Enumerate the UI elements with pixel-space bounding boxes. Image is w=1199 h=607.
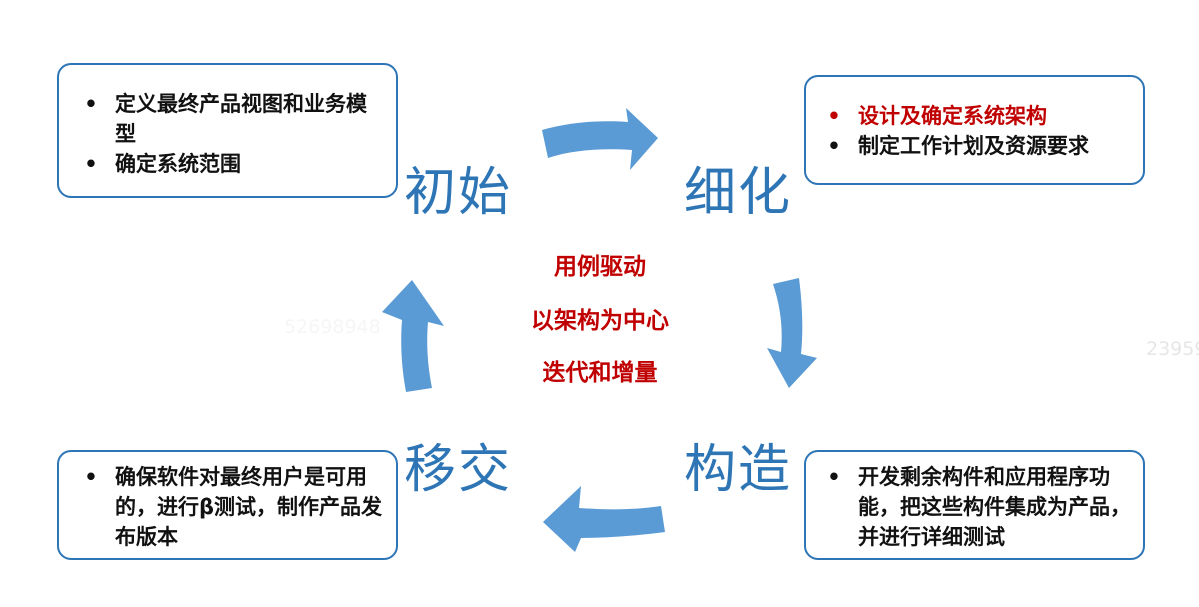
bullet-item-highlighted: •设计及确定系统架构 [812, 101, 1133, 131]
bullet-item: •开发剩余构件和应用程序功能，把这些构件集成为产品，并进行详细测试 [812, 462, 1133, 552]
bullet-item: •确定系统范围 [69, 149, 386, 179]
curved-arrow-right-icon [542, 108, 658, 170]
watermark-text: 52698948 [284, 316, 381, 338]
phase-box-elaboration: •设计及确定系统架构 •制定工作计划及资源要求 [804, 75, 1145, 185]
bullet-icon: • [827, 134, 841, 158]
phase-label-elaboration: 细化 [684, 163, 793, 223]
phase-label-transition: 移交 [404, 440, 513, 500]
phase-box-construction: •开发剩余构件和应用程序功能，把这些构件集成为产品，并进行详细测试 [804, 450, 1145, 560]
phase-label-initial: 初始 [404, 163, 513, 223]
curved-arrow-left-icon [543, 486, 665, 552]
principle-iterative-incremental: 迭代和增量 [542, 360, 658, 386]
curved-arrow-up-icon [382, 280, 444, 392]
bullet-icon: • [827, 465, 841, 489]
curved-arrow-down-icon [767, 278, 817, 388]
bullet-icon: • [827, 104, 841, 128]
bullet-item: •制定工作计划及资源要求 [812, 131, 1133, 161]
bullet-item: •定义最终产品视图和业务模型 [69, 89, 386, 149]
watermark-text: 23959 [1146, 338, 1199, 360]
phase-box-transition: •确保软件对最终用户是可用的，进行β测试，制作产品发布版本 [57, 450, 398, 560]
phase-box-initial: •定义最终产品视图和业务模型 •确定系统范围 [57, 63, 398, 198]
bullet-item: •确保软件对最终用户是可用的，进行β测试，制作产品发布版本 [69, 462, 386, 552]
principle-use-case-driven: 用例驱动 [554, 254, 646, 280]
bullet-icon: • [84, 152, 98, 176]
bullet-icon: • [84, 92, 98, 116]
bullet-icon: • [84, 465, 98, 489]
phase-label-construction: 构造 [684, 440, 793, 500]
principle-architecture-centric: 以架构为中心 [531, 308, 669, 334]
